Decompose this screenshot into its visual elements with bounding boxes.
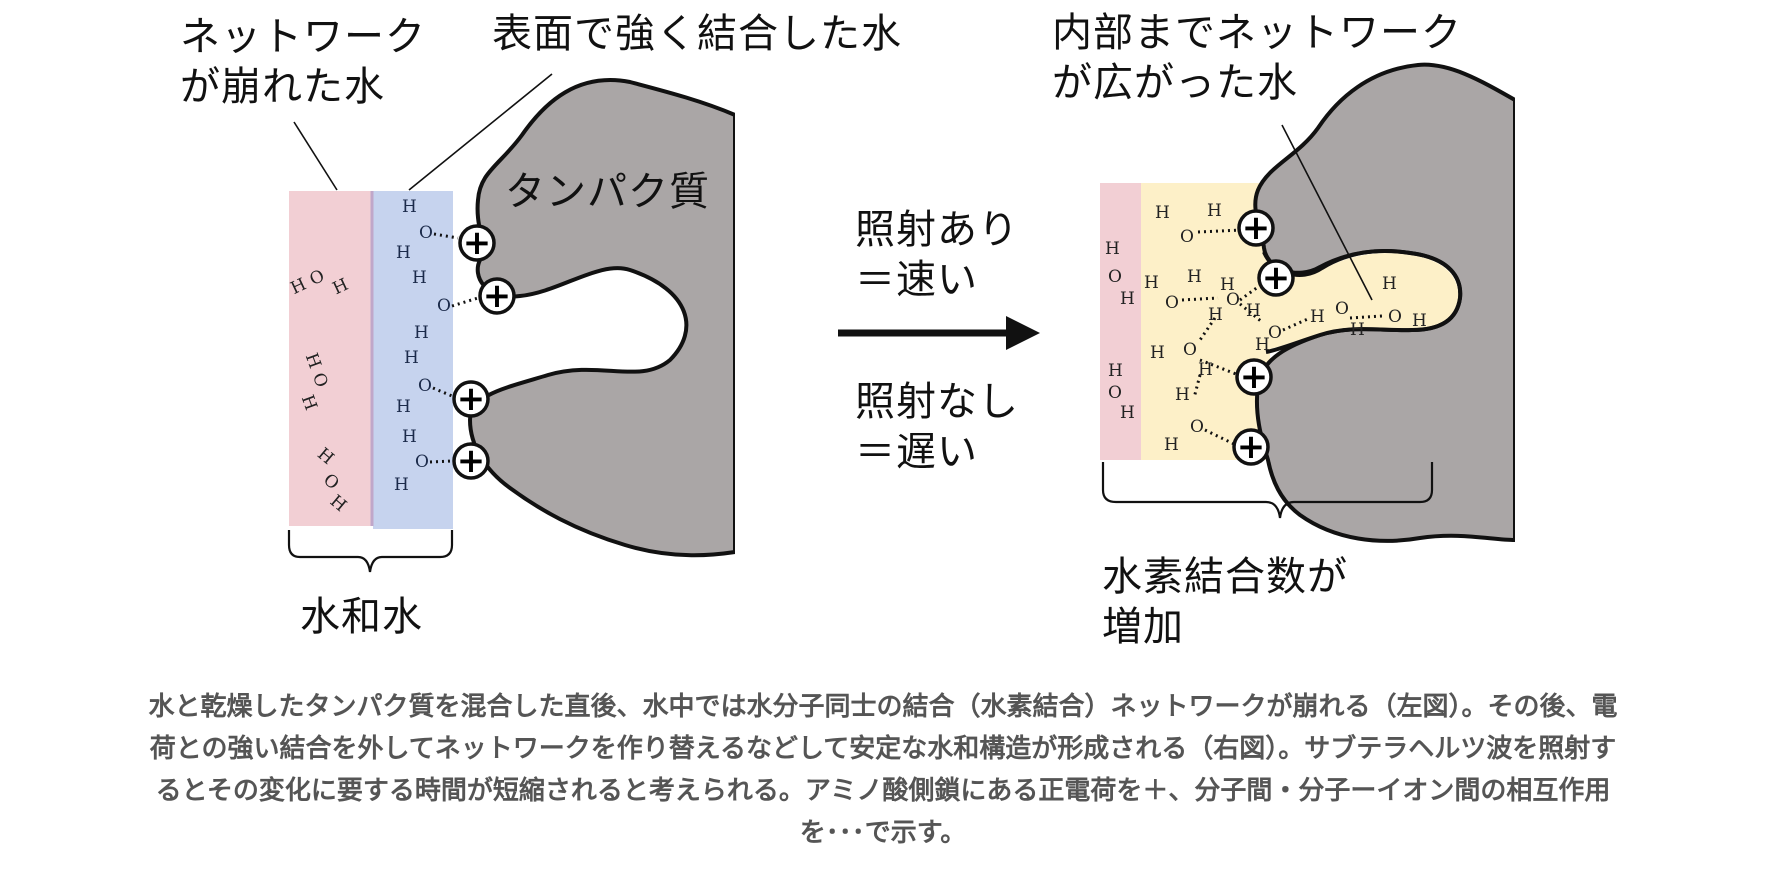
positive-charges-right: + + + +: [1232, 208, 1295, 467]
svg-text:H: H: [1187, 267, 1202, 287]
caption-line-1: 水と乾燥したタンパク質を混合した直後、水中では水分子同士の結合（水素結合）ネット…: [148, 692, 1618, 722]
caption-line-2: 荷との強い結合を外してネットワークを作り替えるなどして安定な水和構造が形成される…: [149, 734, 1617, 764]
bound-water-layer: [373, 191, 453, 529]
svg-text:O: O: [418, 376, 432, 396]
svg-text:H: H: [396, 243, 411, 263]
svg-text:O: O: [419, 223, 433, 243]
residual-broken-layer: [1100, 183, 1141, 460]
caption-line-3: るとその変化に要する時間が短縮されると考えられる。アミノ酸側鎖にある正電荷を＋、…: [155, 776, 1611, 806]
hydration-brace: [287, 530, 454, 573]
svg-text:H: H: [396, 397, 411, 417]
broken-network-label: ネットワーク が崩れた水: [180, 14, 426, 110]
svg-text:H: H: [1412, 311, 1427, 331]
svg-text:H: H: [1164, 435, 1179, 455]
svg-text:H: H: [1382, 274, 1397, 294]
svg-text:+: +: [1262, 258, 1291, 298]
svg-text:H: H: [412, 268, 427, 288]
svg-text:H: H: [414, 323, 429, 343]
svg-text:H: H: [1155, 203, 1170, 223]
svg-text:H: H: [1175, 385, 1190, 405]
svg-text:H: H: [1108, 361, 1123, 381]
caption-line-4: を･･･で示す。: [799, 818, 967, 848]
hb-increase-brace: [1101, 462, 1434, 519]
svg-text:O: O: [437, 296, 451, 316]
svg-text:H: H: [1150, 343, 1165, 363]
svg-text:+: +: [457, 379, 486, 419]
positive-charges-left: + + + +: [452, 223, 516, 481]
svg-text:O: O: [1226, 290, 1240, 310]
svg-text:H: H: [1198, 360, 1213, 380]
svg-text:H: H: [402, 427, 417, 447]
svg-text:O: O: [1183, 340, 1197, 360]
svg-text:O: O: [1388, 307, 1402, 327]
svg-text:+: +: [1240, 357, 1269, 397]
hydration-water-label: 水和水: [300, 594, 423, 640]
svg-text:H: H: [1105, 239, 1120, 259]
protein-left: [468, 78, 737, 558]
svg-text:H: H: [1220, 275, 1235, 295]
svg-text:H: H: [1120, 289, 1135, 309]
svg-text:H: H: [1144, 273, 1159, 293]
svg-text:+: +: [483, 276, 512, 316]
extended-network-label: 内部までネットワーク が広がった水: [1052, 10, 1462, 106]
svg-text:O: O: [1165, 293, 1179, 313]
without-irradiation-label: 照射なし ＝遅い: [855, 379, 1019, 475]
cavity-water: [1264, 253, 1459, 350]
svg-text:H: H: [1350, 320, 1365, 340]
svg-text:O: O: [308, 370, 332, 390]
protein-label: タンパク質: [505, 169, 710, 215]
svg-text:+: +: [1242, 208, 1271, 248]
svg-text:O: O: [1108, 383, 1122, 403]
svg-text:+: +: [1237, 427, 1266, 467]
svg-text:H: H: [402, 197, 417, 217]
svg-text:H: H: [1255, 335, 1270, 355]
figure-caption: 水と乾燥したタンパク質を混合した直後、水中では水分子同士の結合（水素結合）ネット…: [14, 686, 1752, 854]
svg-text:H: H: [1207, 201, 1222, 221]
svg-text:O: O: [1190, 417, 1204, 437]
svg-text:H: H: [301, 350, 325, 371]
broken-water-layer: [289, 191, 373, 526]
svg-text:O: O: [1268, 323, 1282, 343]
svg-text:O: O: [415, 452, 429, 472]
svg-text:+: +: [463, 223, 492, 263]
svg-text:O: O: [1108, 267, 1122, 287]
svg-text:H: H: [297, 392, 321, 413]
bound-water-molecules: HOH HOH HOH HOH: [394, 197, 451, 495]
svg-text:H: H: [1120, 403, 1135, 423]
svg-text:+: +: [457, 441, 486, 481]
process-arrow: [838, 316, 1040, 350]
svg-text:O: O: [1335, 299, 1349, 319]
hb-increase-label: 水素結合数が 増加: [1102, 554, 1348, 650]
svg-text:O: O: [1180, 227, 1194, 247]
svg-text:H: H: [1208, 305, 1223, 325]
svg-text:H: H: [1246, 301, 1261, 321]
surface-bound-label: 表面で強く結合した水: [492, 11, 902, 57]
svg-text:H: H: [1310, 307, 1325, 327]
with-irradiation-label: 照射あり ＝速い: [855, 207, 1019, 303]
svg-text:H: H: [404, 348, 419, 368]
svg-text:H: H: [394, 475, 409, 495]
